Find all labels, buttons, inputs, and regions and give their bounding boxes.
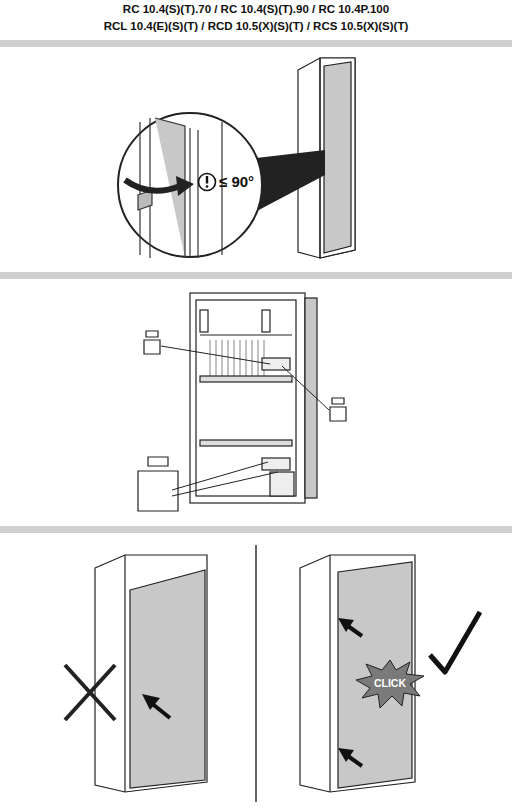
angle-limit: ≤ 90° bbox=[219, 173, 254, 190]
click-sound: CLICK bbox=[374, 677, 406, 689]
model-list: RC 10.4(S)(T).70 / RC 10.4(S)(T).90 / RC… bbox=[123, 3, 389, 16]
model-list: RCL 10.4(E)(S)(T) / RCD 10.5(X)(S)(T) / … bbox=[104, 20, 409, 33]
